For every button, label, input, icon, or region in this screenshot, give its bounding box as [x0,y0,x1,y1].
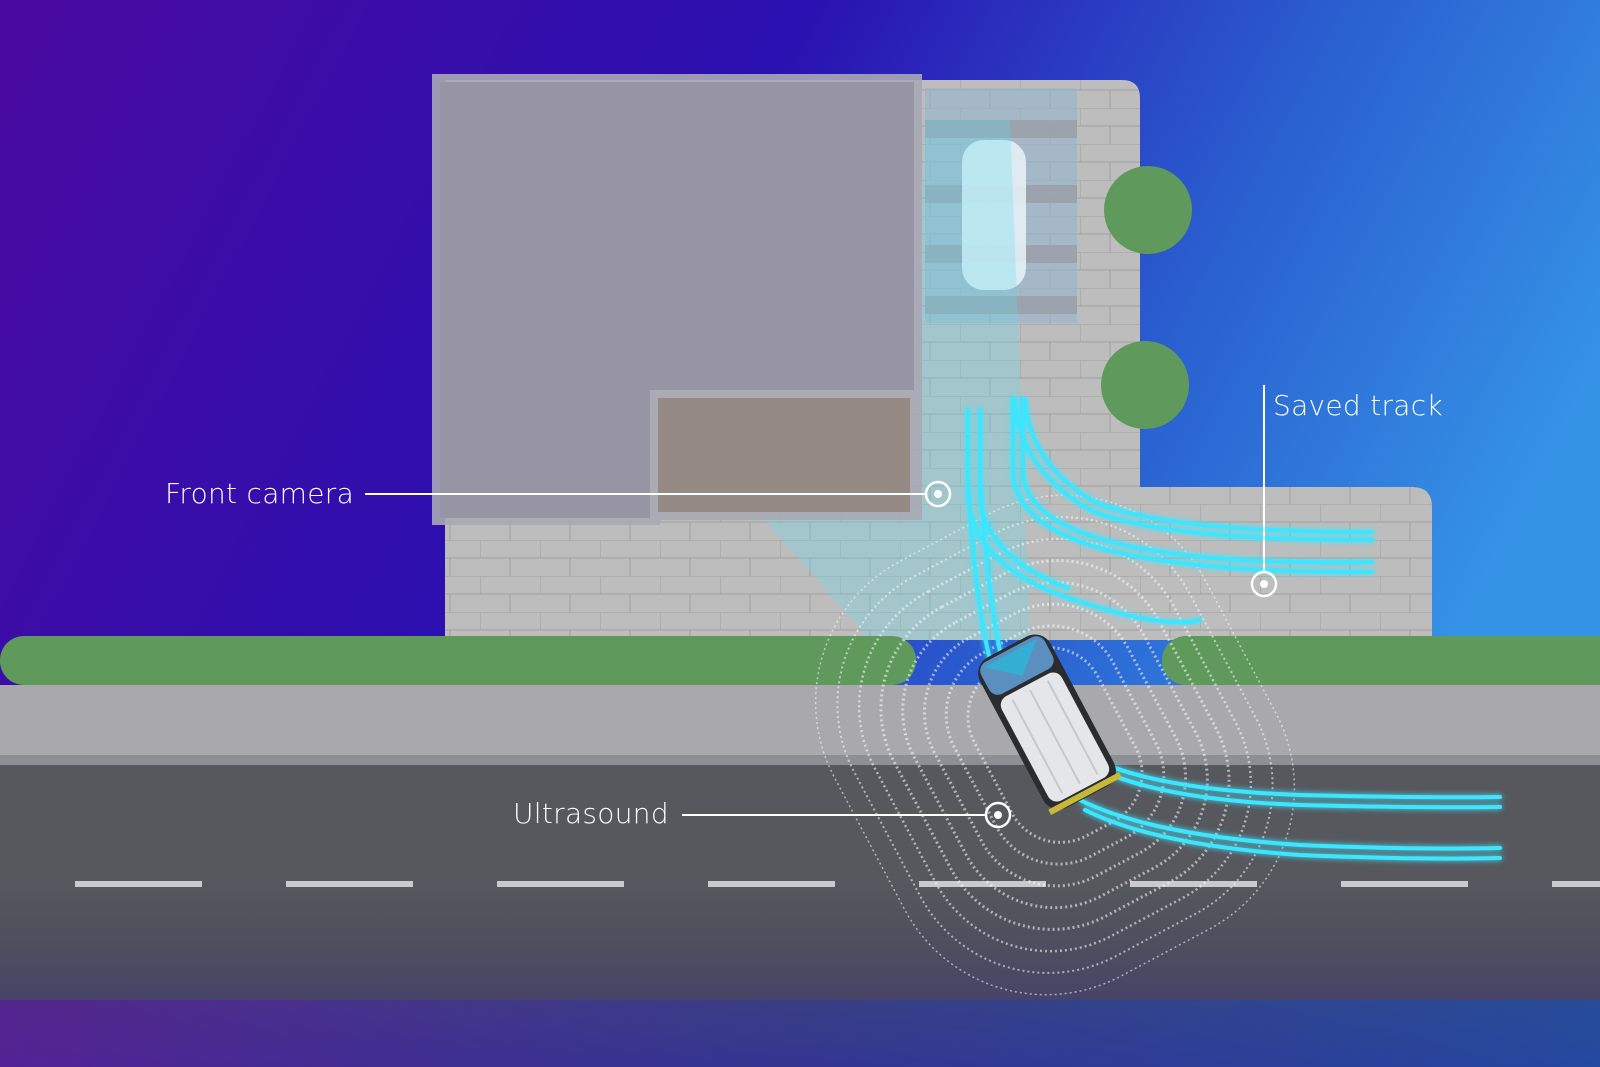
sidewalk [0,685,1600,765]
camera-view-cone [760,120,1030,640]
front-camera-callout [365,480,952,508]
saved-track-marker-icon [1250,570,1278,598]
saved-track-lines [966,396,1502,861]
saved-track-label: Saved track [1273,389,1443,422]
saved-track-callout [1250,385,1278,598]
parking-space [925,88,1077,323]
lane-markings [75,881,1600,887]
grass-strip-right [1162,636,1600,685]
house-building [432,74,922,525]
parked-car-icon [962,140,1026,290]
ultrasound-marker-icon [984,801,1012,829]
tree-icon [1104,166,1192,254]
front-camera-label: Front camera [165,477,355,510]
ultrasound-callout [682,801,1012,829]
ultrasound-label: Ultrasound [513,797,669,830]
car-icon [978,634,1122,815]
tree-icon [1101,341,1189,429]
front-camera-marker-icon [924,480,952,508]
grass-strip-left [0,636,916,685]
